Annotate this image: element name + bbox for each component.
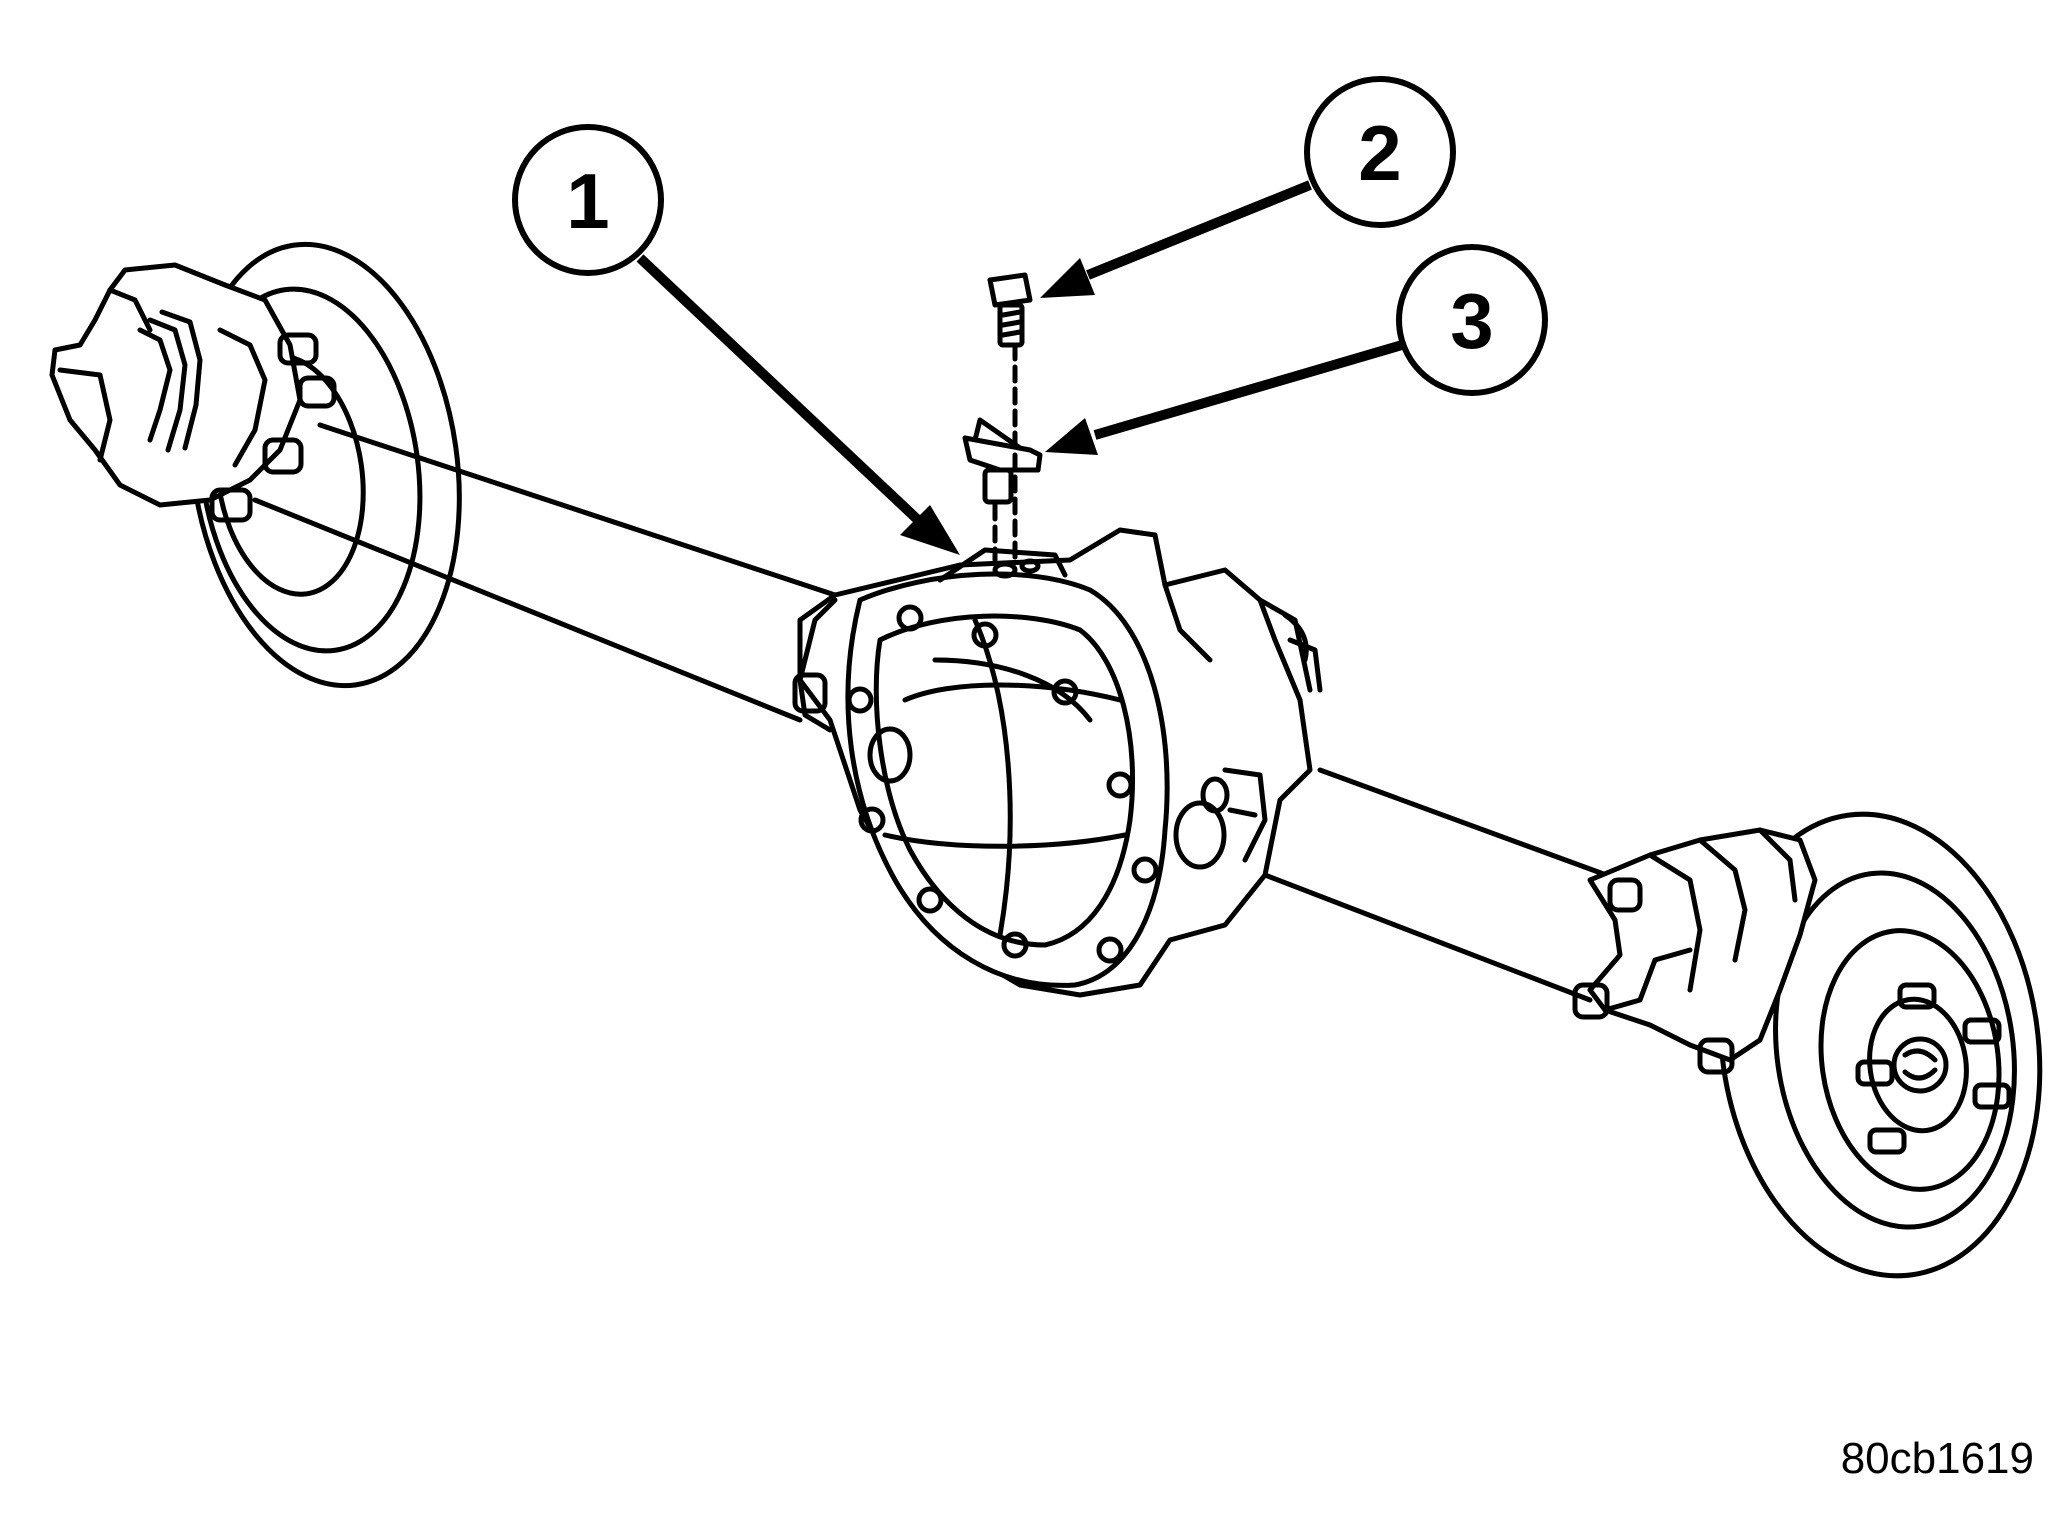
callout-1: 1 [512,124,960,555]
wheel-studs [1855,982,2012,1155]
right-wheel-hub [1818,928,2012,1192]
figure-id: 80cb1619 [1840,1434,2034,1483]
svg-text:1: 1 [566,157,609,245]
svg-text:2: 2 [1358,109,1401,197]
right-axle-tube [1262,767,1623,1003]
left-brake-caliper [49,262,337,523]
differential-housing [792,527,1323,998]
left-brake-assembly [49,241,462,689]
svg-text:3: 3 [1450,277,1493,365]
callout-2: 2 [1040,76,1456,298]
right-brake-assembly [1572,811,2043,1279]
right-brake-caliper [1572,827,1818,1075]
vent-retaining-bolt [987,272,1033,563]
callout-3: 3 [1045,244,1548,455]
left-axle-tube [252,422,838,723]
axle-vent [962,417,1043,563]
